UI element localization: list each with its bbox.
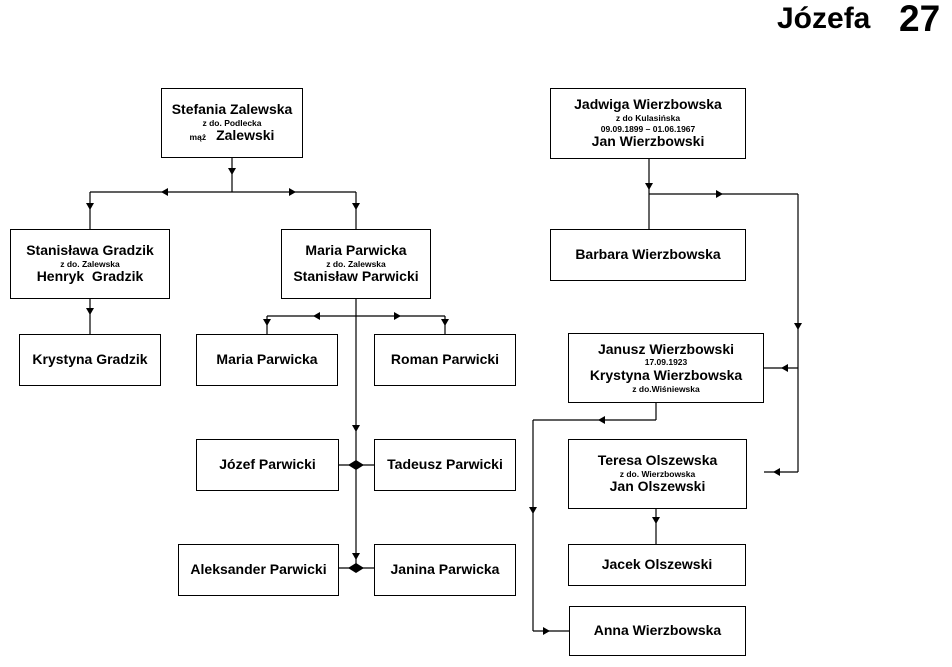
page-number: 27 (899, 0, 941, 39)
person-name: Jadwiga Wierzbowska (574, 96, 722, 113)
person-dates: 09.09.1899 – 01.06.1967 (600, 123, 696, 134)
person-name: Barbara Wierzbowska (575, 246, 721, 263)
person-name: Teresa Olszewska (597, 452, 718, 469)
person-maiden-name: z do. Wierzbowska (619, 468, 696, 479)
person-name: Janusz Wierzbowski (597, 340, 735, 357)
spouse-row: mąż Zalewski (190, 128, 275, 144)
spouse-name: Henryk Gradzik (36, 268, 144, 285)
spouse-maiden-name: z do.Wiśniewska (632, 383, 700, 394)
person-box-stanislawa-gradzik: Stanisława Gradzik z do. Zalewska Henryk… (10, 229, 170, 299)
person-name: Krystyna Gradzik (32, 351, 148, 368)
person-box-janina-parwicka: Janina Parwicka (374, 544, 516, 596)
spouse-prefix: mąż (189, 132, 207, 143)
person-box-maria-parwicka-child: Maria Parwicka (196, 334, 338, 386)
person-box-tadeusz-parwicki: Tadeusz Parwicki (374, 439, 516, 491)
person-box-jozef-parwicki: Józef Parwicki (196, 439, 339, 491)
person-box-anna-wierzbowska: Anna Wierzbowska (569, 606, 746, 656)
person-box-jadwiga-wierzbowska: Jadwiga Wierzbowska z do Kulasińska 09.0… (550, 88, 746, 159)
person-name: Stefania Zalewska (171, 101, 293, 118)
person-maiden-name: z do. Podlecka (202, 117, 262, 128)
person-maiden-name: z do Kulasińska (615, 112, 681, 123)
person-name: Jacek Olszewski (601, 556, 713, 573)
person-name: Roman Parwicki (390, 351, 500, 368)
person-name: Józef Parwicki (219, 456, 316, 473)
person-box-roman-parwicki: Roman Parwicki (374, 334, 516, 386)
page-title: Józefa (777, 2, 871, 35)
spouse-name: Stanisław Parwicki (293, 268, 419, 285)
person-dates: 17.09.1923 (644, 357, 688, 368)
person-name: Maria Parwicka (305, 242, 407, 259)
spouse-name: Jan Olszewski (609, 478, 706, 495)
person-name: Anna Wierzbowska (593, 622, 722, 639)
person-maiden-name: z do. Zalewska (60, 258, 120, 269)
person-box-aleksander-parwicki: Aleksander Parwicki (178, 544, 339, 596)
person-name: Aleksander Parwicki (190, 561, 327, 578)
person-maiden-name: z do. Zalewska (326, 258, 386, 269)
person-name: Janina Parwicka (390, 561, 500, 578)
person-box-krystyna-gradzik: Krystyna Gradzik (19, 334, 161, 386)
spouse-name: Jan Wierzbowski (591, 133, 705, 150)
person-box-maria-parwicka: Maria Parwicka z do. Zalewska Stanisław … (281, 229, 431, 299)
person-box-stefania-zalewska: Stefania Zalewska z do. Podlecka mąż Zal… (161, 88, 303, 158)
spouse-name: Zalewski (216, 127, 275, 144)
person-box-barbara-wierzbowska: Barbara Wierzbowska (550, 229, 746, 281)
person-box-jacek-olszewski: Jacek Olszewski (568, 544, 746, 586)
spouse-name: Krystyna Wierzbowska (589, 367, 743, 383)
person-box-janusz-wierzbowski: Janusz Wierzbowski 17.09.1923 Krystyna W… (568, 333, 764, 403)
person-name: Tadeusz Parwicki (387, 456, 503, 473)
person-name: Maria Parwicka (216, 351, 318, 368)
person-name: Stanisława Gradzik (26, 242, 154, 259)
person-box-teresa-olszewska: Teresa Olszewska z do. Wierzbowska Jan O… (568, 439, 747, 509)
